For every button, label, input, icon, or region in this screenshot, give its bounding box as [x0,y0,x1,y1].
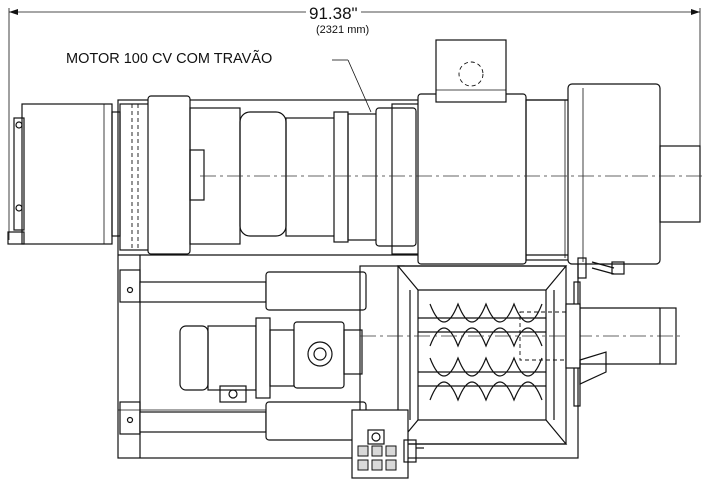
motor-callout-leader [332,59,372,113]
overall-length-metric: (2321 mm) [316,24,370,36]
control-panel [351,409,424,479]
brake-motor-housing [7,103,121,245]
overall-length-imperial: 91.38" [306,4,361,24]
top-lifting-lug [435,39,507,103]
main-motor [119,83,706,265]
screw-feeder-hopper [359,265,680,447]
motor-callout-label: MOTOR 100 CV COM TRAVÃO [66,51,273,67]
hydraulic-cylinders [139,271,367,441]
hose-fitting [577,257,625,279]
gear-motor [179,317,363,403]
